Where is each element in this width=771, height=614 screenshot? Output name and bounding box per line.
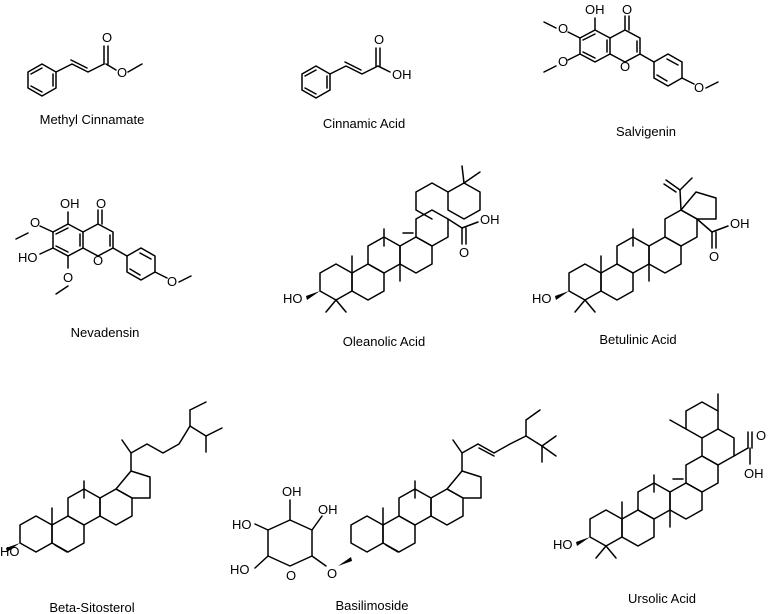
hydroxyl-label: OH [318, 502, 338, 517]
ring-oxygen-label: O [286, 568, 296, 583]
methoxy-oxygen-label: O [167, 274, 177, 289]
methoxy-oxygen-label: O [30, 215, 40, 230]
phenyl-ring [653, 53, 683, 87]
hydroxyl-label: HO [230, 562, 250, 577]
hydroxyl-label: HO [553, 537, 573, 552]
carbonyl-oxygen-label: O [102, 30, 112, 45]
compound-name-basilimoside: Basilimoside [336, 598, 409, 613]
hydroxyl-label: OH [730, 216, 750, 231]
hydroxyl-label: HO [0, 544, 20, 559]
compound-name-salvigenin: Salvigenin [616, 124, 676, 139]
methoxy-oxygen-label: O [558, 54, 568, 69]
benzene-ring [301, 65, 331, 99]
compound-name-ursolic-acid: Ursolic Acid [628, 591, 696, 606]
hydroxyl-label: OH [744, 466, 764, 481]
structure-basilimoside: OH OH HO HO O O Basilimoside [230, 409, 557, 613]
structure-beta-sitosterol: HO Beta-Sitosterol [0, 401, 223, 614]
structure-methyl-cinnamate: O O Methyl Cinnamate [27, 30, 145, 127]
compound-name-methyl-cinnamate: Methyl Cinnamate [40, 112, 145, 127]
carbonyl-oxygen-label: O [709, 249, 719, 264]
ester-oxygen-label: O [117, 65, 127, 80]
hydroxyl-label: HO [18, 250, 38, 265]
hydroxyl-label: OH [480, 212, 500, 227]
hydroxyl-label: OH [392, 67, 412, 82]
structure-nevadensin: O OH O HO O O O Nevadensin [15, 196, 192, 340]
methoxy-oxygen-label: O [694, 80, 704, 95]
benzene-ring [27, 63, 57, 97]
hydroxyl-label: OH [282, 484, 302, 499]
compound-name-nevadensin: Nevadensin [71, 325, 140, 340]
structure-salvigenin: O OH O O O O Salvigenin [543, 2, 719, 139]
glycosidic-oxygen-label: O [327, 566, 337, 581]
methoxy-oxygen-label: O [63, 270, 73, 285]
structure-oleanolic-acid: HO OH O Oleanolic Acid [283, 165, 500, 349]
methoxy-oxygen-label: O [558, 21, 568, 36]
structure-betulinic-acid: HO OH O Betulinic Acid [532, 177, 750, 347]
carbonyl-oxygen-label: O [622, 2, 632, 17]
hydroxyl-label: HO [232, 517, 252, 532]
compound-name-cinnamic-acid: Cinnamic Acid [323, 116, 405, 131]
compound-name-betulinic-acid: Betulinic Acid [599, 332, 676, 347]
hydroxyl-label: HO [283, 291, 303, 306]
phenyl-ring [126, 247, 156, 281]
structure-cinnamic-acid: O OH Cinnamic Acid [301, 32, 412, 131]
hydroxyl-label: OH [585, 2, 605, 17]
hydroxyl-label: OH [60, 196, 80, 211]
structure-ursolic-acid: HO O OH Ursolic Acid [553, 393, 766, 606]
ring-oxygen-label: O [93, 253, 103, 268]
carbonyl-oxygen-label: O [96, 196, 106, 211]
compound-name-oleanolic-acid: Oleanolic Acid [343, 334, 425, 349]
ring-oxygen-label: O [620, 59, 630, 74]
hydroxyl-label: HO [532, 291, 552, 306]
carbonyl-oxygen-label: O [756, 428, 766, 443]
compound-name-beta-sitosterol: Beta-Sitosterol [49, 600, 134, 614]
glucose-ring: OH OH HO HO O O [230, 484, 338, 583]
carbonyl-oxygen-label: O [374, 32, 384, 47]
carbonyl-oxygen-label: O [459, 245, 469, 260]
